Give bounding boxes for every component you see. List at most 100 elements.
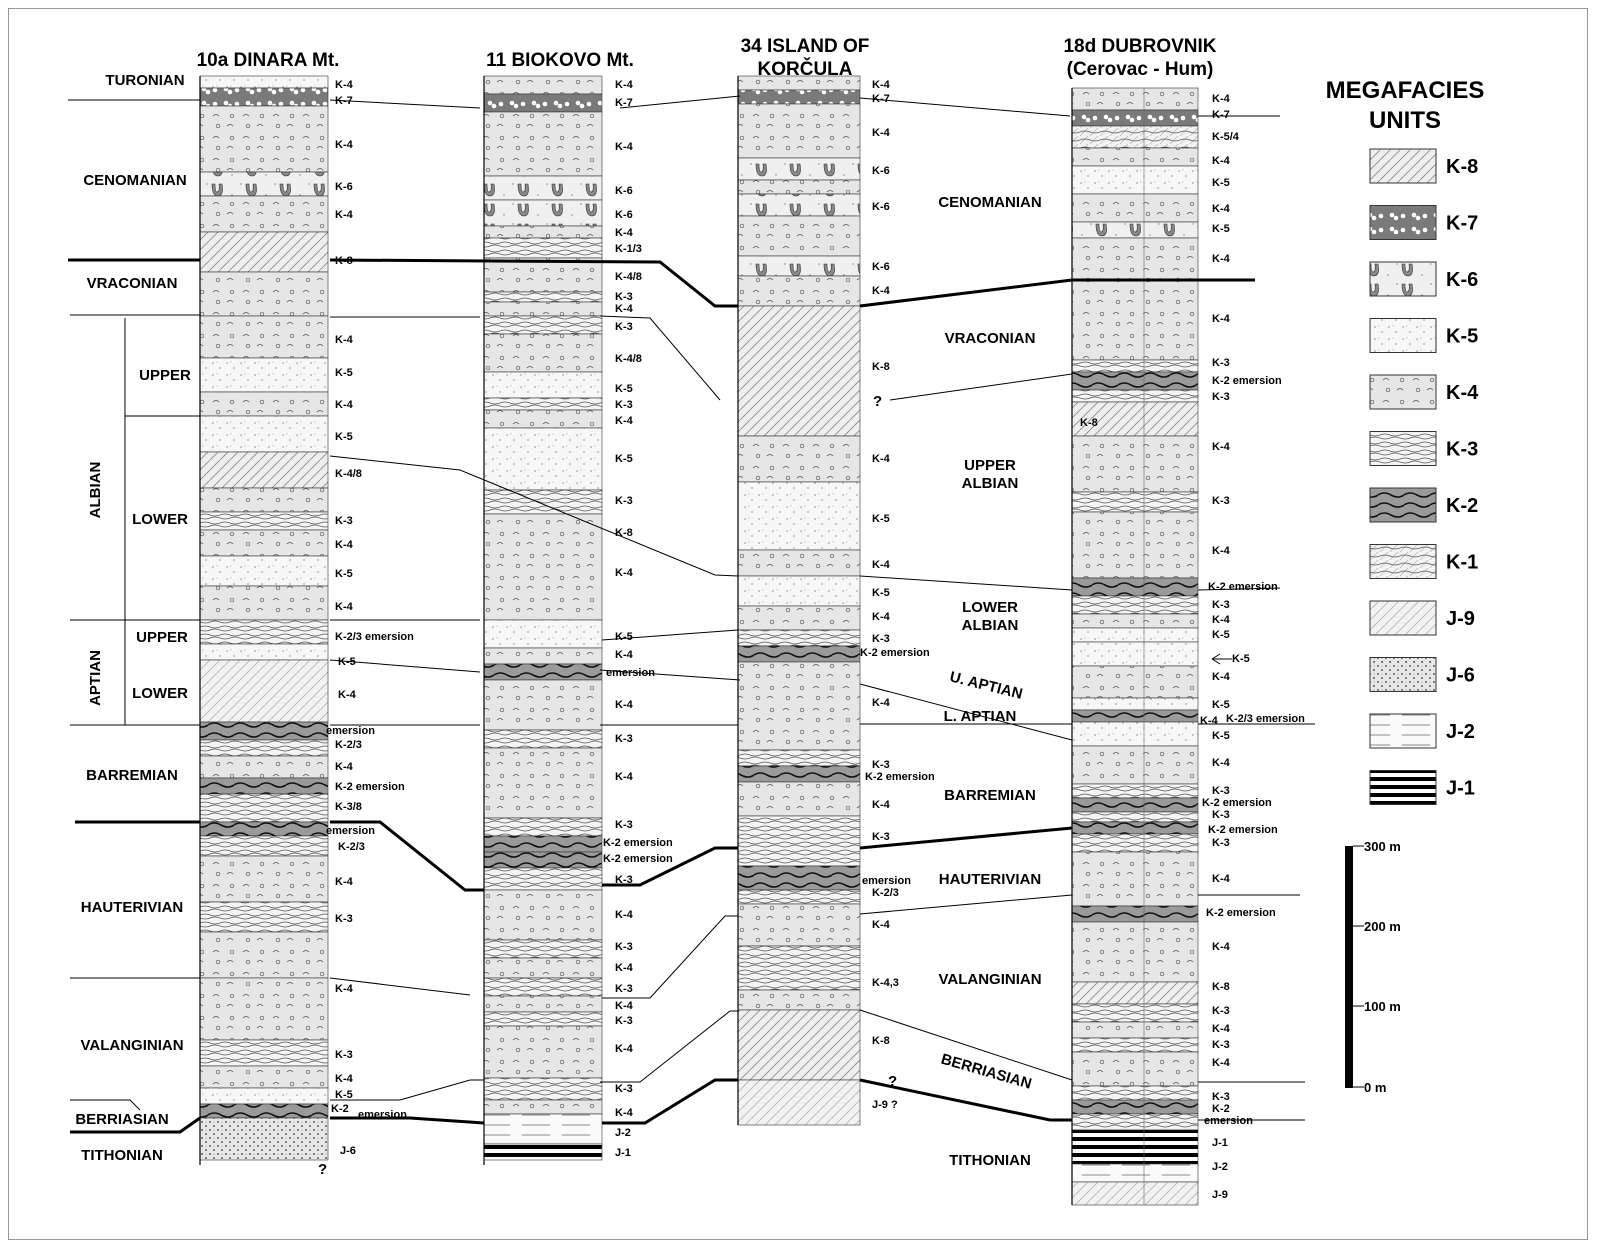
dubrovnik-unit-label: K-4 xyxy=(1212,614,1231,626)
stage-left-albian: ALBIAN xyxy=(87,462,104,519)
layer-korcula-k4 xyxy=(737,781,861,817)
dinara-unit-label: K-2/3 emersion xyxy=(335,631,414,643)
dinara-unit-label: K-3 xyxy=(335,1049,353,1061)
dubrovnik-unit-label: K-2 xyxy=(1212,1103,1230,1115)
korcula-unit-label: K-4 xyxy=(872,285,891,297)
layer-korcula-k2 xyxy=(737,645,861,663)
dubrovnik-unit-label: K-3 xyxy=(1212,1005,1230,1017)
dinara-unit-label: K-5 xyxy=(338,656,356,668)
layer-dubrovnik-k2 xyxy=(1071,577,1199,597)
layer-dubrovnik-k4 xyxy=(1071,279,1199,361)
layer-korcula-k4 xyxy=(737,275,861,307)
dubrovnik-unit-label: K-4 xyxy=(1212,757,1231,769)
dubrovnik-unit-label: K-5 xyxy=(1232,653,1250,665)
dubrovnik-unit-label: J-9 xyxy=(1212,1189,1228,1201)
dinara-unit-label: K-4 xyxy=(335,79,354,91)
layer-biokovo-k4 xyxy=(483,301,603,317)
layer-biokovo-k6 xyxy=(483,175,603,201)
korcula-unit-label: K-2 emersion xyxy=(860,647,930,659)
dubrovnik-unit-label: K-4 xyxy=(1212,1023,1231,1035)
layer-korcula-k3 xyxy=(737,945,861,991)
layer-dubrovnik-k5 xyxy=(1071,721,1199,747)
layer-biokovo-k4 xyxy=(483,1025,603,1079)
layer-biokovo-k4 xyxy=(483,995,603,1013)
biokovo-unit-label: K-3 xyxy=(615,874,633,886)
dinara-unit-label: K-4 xyxy=(335,983,354,995)
berriasian-line xyxy=(70,1099,400,1111)
berriasian-emersion-connector xyxy=(399,1079,484,1101)
dinara-unit-label: K-3/8 xyxy=(335,801,362,813)
dubrovnik-unit-label: K-4 xyxy=(1212,441,1231,453)
dubrovnik-unit-label: K-4 xyxy=(1212,1057,1231,1069)
stage-left-aptian: APTIAN xyxy=(87,650,104,706)
layer-korcula-k4 xyxy=(737,75,861,91)
layer-dubrovnik-k7 xyxy=(1071,109,1199,127)
dubrovnik-k2-tick xyxy=(1197,587,1281,591)
layer-korcula-k3 xyxy=(737,889,861,905)
biokovo-unit-label: K-2 emersion xyxy=(603,853,673,865)
dubrovnik-unit-label: K-2 emersion xyxy=(1208,824,1278,836)
layer-dubrovnik-k3 xyxy=(1071,811,1199,823)
legend-swatch-k-4 xyxy=(1369,374,1437,410)
dinara-unit-label: K-8 xyxy=(335,255,353,267)
dubrovnik-unit-label: K-3 xyxy=(1212,809,1230,821)
korcula-unit-label: K-5 xyxy=(872,513,890,525)
stage-left-vraconian: VRACONIAN xyxy=(87,275,178,292)
dubrovnik-unit-label: K-4 xyxy=(1212,313,1231,325)
layer-dubrovnik-k3 xyxy=(1071,1085,1199,1101)
korcula-unit-label: K-6 xyxy=(872,165,890,177)
layer-korcula-k8 xyxy=(737,305,861,437)
biokovo-unit-label: K-4 xyxy=(615,699,634,711)
stage-left-turonian: TURONIAN xyxy=(105,72,184,89)
layer-dinara-k5 xyxy=(199,75,329,89)
dinara-unit-label: K-4 xyxy=(335,139,354,151)
layer-dubrovnik-k5 xyxy=(1071,641,1199,667)
dubrovnik-unit-label: K-3 xyxy=(1212,837,1230,849)
layer-dinara-k5 xyxy=(199,357,329,393)
layer-dinara-k4 xyxy=(199,1065,329,1089)
legend-label-k-5: K-5 xyxy=(1446,326,1478,348)
layer-biokovo-k5 xyxy=(483,371,603,399)
dubrovnik-unit-label: K-4 xyxy=(1200,715,1219,727)
biokovo-unit-label: K-4 xyxy=(615,1043,634,1055)
layer-dinara-k4 xyxy=(199,755,329,779)
stage-right-vraconian: VRACONIAN xyxy=(945,330,1036,347)
dinara-unit-label: K-4 xyxy=(335,334,354,346)
vraconian-albian-line xyxy=(70,314,480,318)
aptian-k5-line xyxy=(601,629,739,641)
layer-biokovo-k3 xyxy=(483,237,603,259)
dubrovnik-unit-label: K-5 xyxy=(1212,629,1230,641)
layer-biokovo-k5 xyxy=(483,427,603,491)
biokovo-unit-label: K-3 xyxy=(615,819,633,831)
dinara-unit-label: K-3 xyxy=(335,515,353,527)
hauterivian-correlation-line xyxy=(602,894,1073,999)
korcula-unit-label: K-4 xyxy=(872,697,891,709)
layer-biokovo-j1 xyxy=(483,1143,603,1161)
layer-dubrovnik-k4 xyxy=(1071,921,1199,983)
dubrovnik-unit-label: K-4 xyxy=(1212,873,1231,885)
stage-left-valanginian: VALANGINIAN xyxy=(80,1037,183,1054)
biokovo-unit-label: K-3 xyxy=(615,983,633,995)
stage-right-barremian: BARREMIAN xyxy=(944,787,1036,804)
layer-dubrovnik-k2 xyxy=(1071,371,1199,391)
layer-korcula-k6 xyxy=(737,157,861,181)
biokovo-unit-label: J-1 xyxy=(615,1147,631,1159)
dinara-unit-label: emersion xyxy=(326,825,375,837)
stage-right-hauterivian: HAUTERIVIAN xyxy=(939,871,1042,888)
legend-label-k-4: K-4 xyxy=(1446,382,1479,404)
biokovo-unit-label: K-3 xyxy=(615,941,633,953)
layer-korcula-k4 xyxy=(737,549,861,577)
stage-right-berriasian: BERRIASIAN xyxy=(939,1051,1033,1093)
layer-korcula-k5 xyxy=(737,575,861,607)
dinara-unit-label: K-7 xyxy=(335,95,353,107)
dubrovnik-unit-label: K-3 xyxy=(1212,599,1230,611)
dinara-unit-label: J-6 xyxy=(340,1145,356,1157)
k7-correlation-line xyxy=(619,95,1071,117)
layer-dinara-j6 xyxy=(199,1117,329,1161)
dinara-unit-label: K-2/3 xyxy=(335,739,362,751)
dinara-unit-label: K-4 xyxy=(338,689,357,701)
dubrovnik-unit-label: K-2 emersion xyxy=(1202,797,1272,809)
dubrovnik-unit-label: K-2/3 emersion xyxy=(1226,713,1305,725)
upper-albian-q-line xyxy=(889,373,1073,401)
